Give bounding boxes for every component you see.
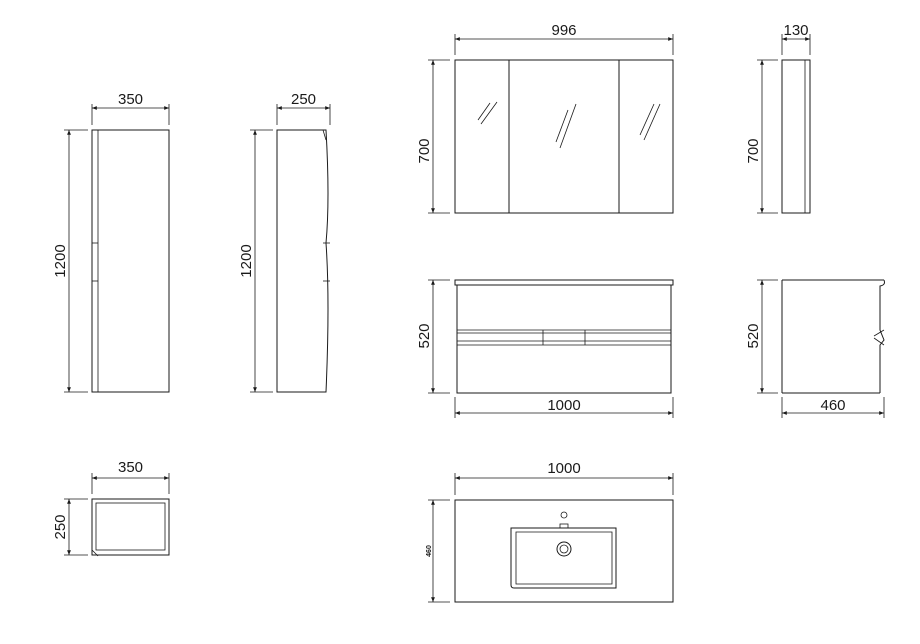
- basin-top-plan-view: 1000 460: [426, 460, 674, 603]
- mirror-cabinet-side-height-label: 700: [745, 138, 762, 163]
- mirror-cabinet-width-label: 996: [551, 22, 576, 39]
- vanity-side-view: 520 460: [745, 279, 885, 418]
- tall-cabinet-front-view: 350 1200: [52, 91, 170, 393]
- tall-cabinet-width-label: 350: [118, 91, 143, 108]
- vanity-front-view: 520 1000: [416, 279, 674, 418]
- vanity-width-label: 1000: [547, 397, 580, 414]
- vanity-side-height-label: 520: [745, 323, 762, 348]
- tall-cabinet-plan-depth-label: 250: [52, 514, 69, 539]
- tall-cabinet-height-label: 1200: [52, 244, 69, 277]
- mirror-cabinet-height-label: 700: [416, 138, 433, 163]
- tall-cabinet-side-depth-label: 250: [291, 91, 316, 108]
- basin-top-depth-label: 460: [426, 545, 433, 557]
- vanity-height-label: 520: [416, 323, 433, 348]
- mirror-cabinet-side-view: 130 700: [745, 22, 811, 214]
- tall-cabinet-plan-width-label: 350: [118, 459, 143, 476]
- mirror-cabinet-depth-label: 130: [783, 22, 808, 39]
- basin-top-width-label: 1000: [547, 460, 580, 477]
- tall-cabinet-side-view: 250 1200: [238, 91, 331, 393]
- tall-cabinet-plan-view: 350 250: [52, 459, 170, 557]
- tall-cabinet-side-height-label: 1200: [238, 244, 255, 277]
- vanity-depth-label: 460: [820, 397, 845, 414]
- mirror-cabinet-front-view: 996 700: [416, 22, 674, 214]
